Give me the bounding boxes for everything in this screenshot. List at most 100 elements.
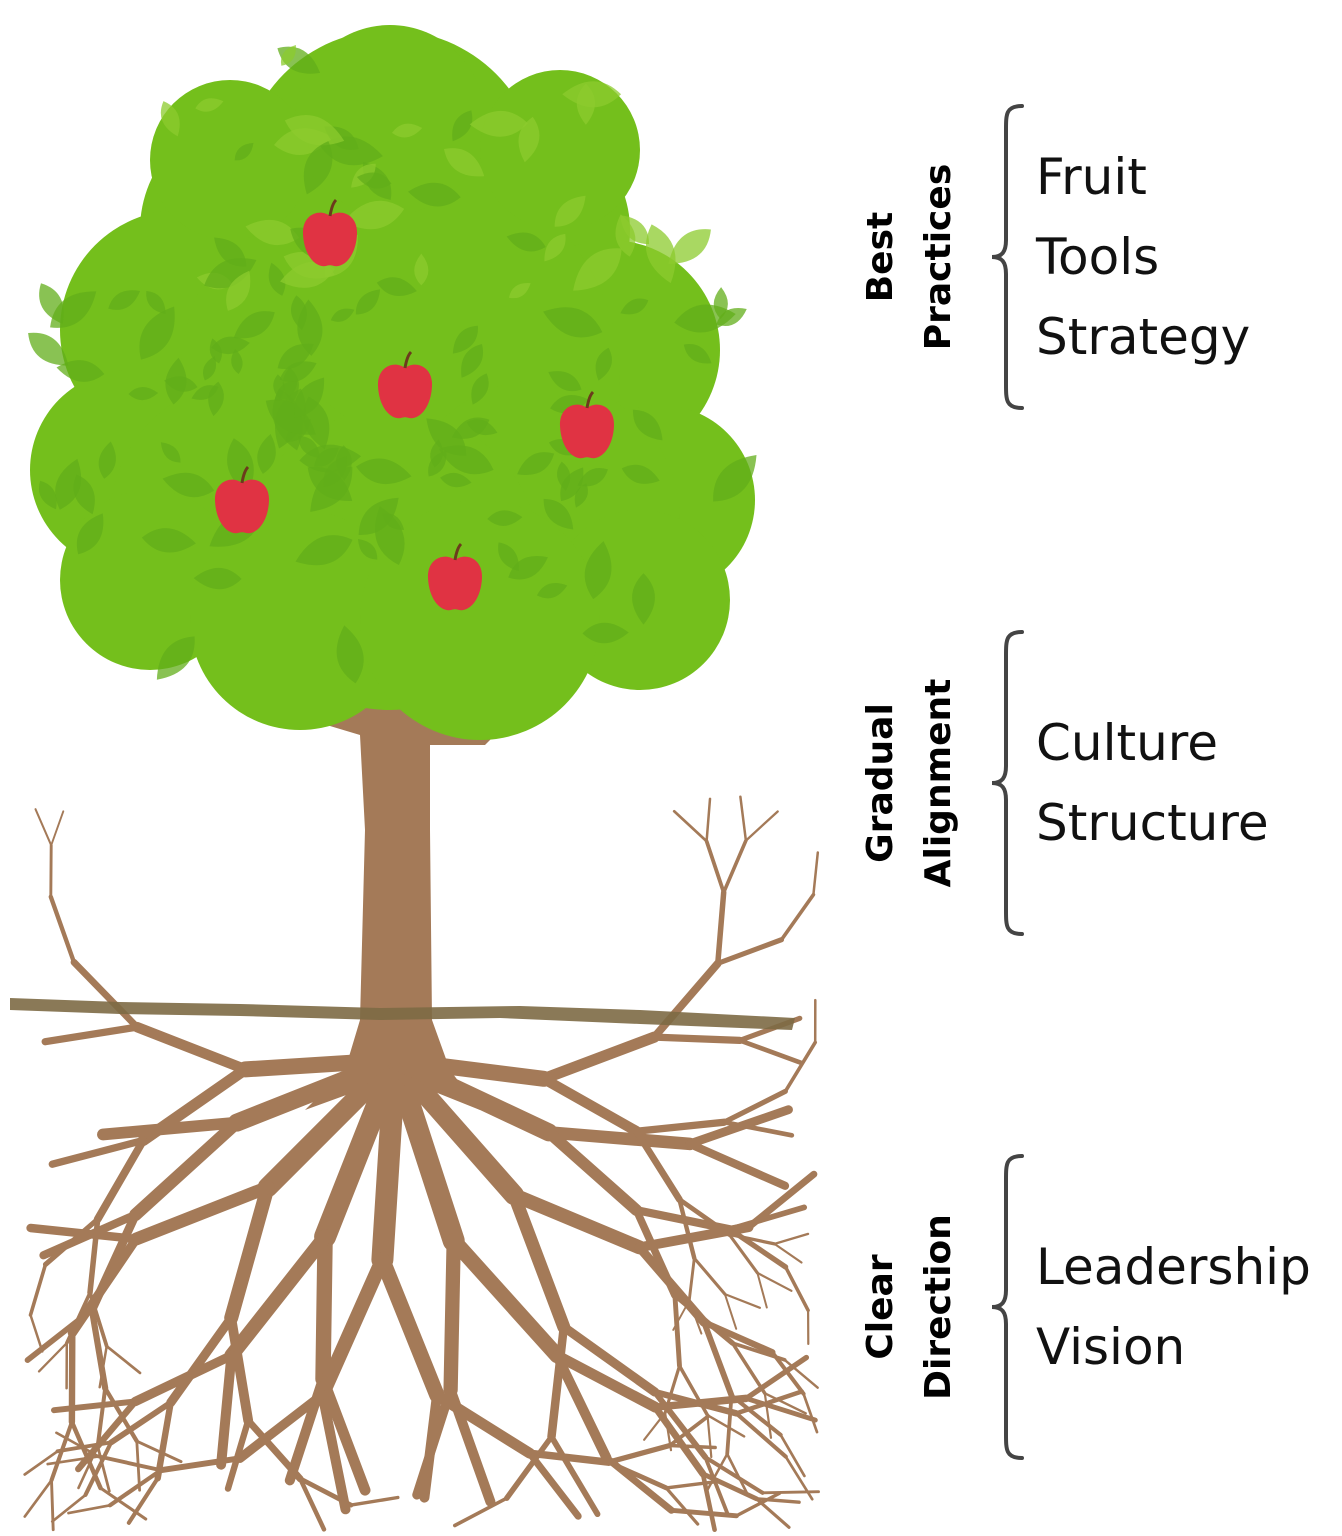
leaf-shape [234,142,254,161]
curly-brace [991,1154,1024,1460]
leaf-shape [544,233,566,262]
root-branch [224,1180,275,1325]
leaf-shape [466,419,498,436]
root-branch [668,1507,739,1519]
root-branch [131,1021,251,1075]
root-branch [779,892,816,942]
leaf-shape [39,480,57,510]
root-branch [730,1341,767,1396]
root-branch [779,1433,806,1478]
root-branch [773,1232,810,1246]
leaf-shape [518,116,540,163]
root-branch [692,1256,727,1296]
leaf-shape [233,311,275,339]
root-branch [632,1118,728,1135]
root-branch [384,1049,465,1252]
curly-brace [991,630,1024,936]
item-structure: Structure [1036,794,1269,852]
root-branch [226,1313,254,1426]
item-vision: Vision [1036,1318,1186,1376]
root-branch [603,1454,675,1514]
leaf-shape [573,248,622,291]
item-tools: Tools [1036,228,1160,286]
root-branch [371,1049,406,1271]
root-branch [129,1180,275,1246]
leaf-shape [548,371,582,392]
root-branch [605,1442,673,1465]
root-branch [235,1389,328,1463]
root-branch [706,1414,713,1459]
root-branch [802,1392,819,1434]
item-culture: Culture [1036,714,1219,772]
canopy-blob [150,80,310,240]
leaf-shape [336,625,364,684]
root-branch [446,1232,565,1364]
leaf-shape [713,454,757,502]
root-branch [730,1341,787,1362]
apple-icon [427,542,483,611]
root-branch [135,1439,183,1464]
root-branch [812,851,820,896]
root-branch [130,1350,237,1407]
leaf-shape [577,468,608,487]
leaf-shape [156,636,195,680]
root-branch [96,1454,163,1473]
root-branch [685,1139,790,1190]
root-branch [559,1322,660,1397]
leaf-shape [452,110,473,142]
leaf-shape [576,83,596,125]
root-branch [703,1455,730,1517]
leaf-shape [231,348,243,374]
root-branch [108,1399,174,1446]
leaf-shape [683,343,712,364]
root-branch [677,1197,697,1261]
root-branch [743,1354,810,1402]
leaf-shape [211,336,250,354]
root-branch [126,1476,160,1525]
root-branch [725,1393,734,1456]
root-branch [96,1444,111,1493]
root-branch [672,1292,736,1346]
leaf-shape [323,456,347,487]
leaf-shape [584,541,612,600]
root-branch [97,1116,243,1141]
root-branch [445,1384,496,1507]
root-branch [651,1389,709,1461]
leaf-shape [277,343,314,369]
root-branch [538,1073,642,1137]
root-branch [224,1229,333,1363]
root-branch [547,1322,569,1441]
root-branch [385,1050,524,1205]
root-branch [668,1443,717,1450]
root-branch [651,1403,707,1478]
leaf-shape [39,283,64,324]
leaf-shape [191,385,219,400]
tree-trunk [290,650,528,1110]
root-branch [349,1495,400,1507]
root-branch [783,1358,819,1389]
root-branch [783,1265,810,1313]
leaf-shape [536,583,568,599]
leaf-shape [55,458,82,510]
leaf-shape [543,498,574,530]
root-branch [105,1344,142,1375]
leaf-shape [414,253,429,286]
leaf-shape [408,182,461,207]
leaf-shape [444,148,485,177]
root-branch [23,1449,59,1476]
root-branch [672,809,708,843]
title-line-1: Gradual [860,703,901,863]
root-branch [706,1452,729,1492]
root-branch [28,1262,48,1317]
item-strategy: Strategy [1036,308,1251,366]
title-line-1: Clear [860,1254,901,1360]
root-branch [739,795,748,842]
root-branch [551,1350,661,1413]
leaf-shape [268,262,286,296]
leaf-shape [226,270,251,311]
root-branch [317,1373,371,1496]
leaf-shape [209,338,222,364]
root-branch [734,1411,788,1459]
apple-icon [214,465,270,534]
leaf-shape [146,290,166,315]
